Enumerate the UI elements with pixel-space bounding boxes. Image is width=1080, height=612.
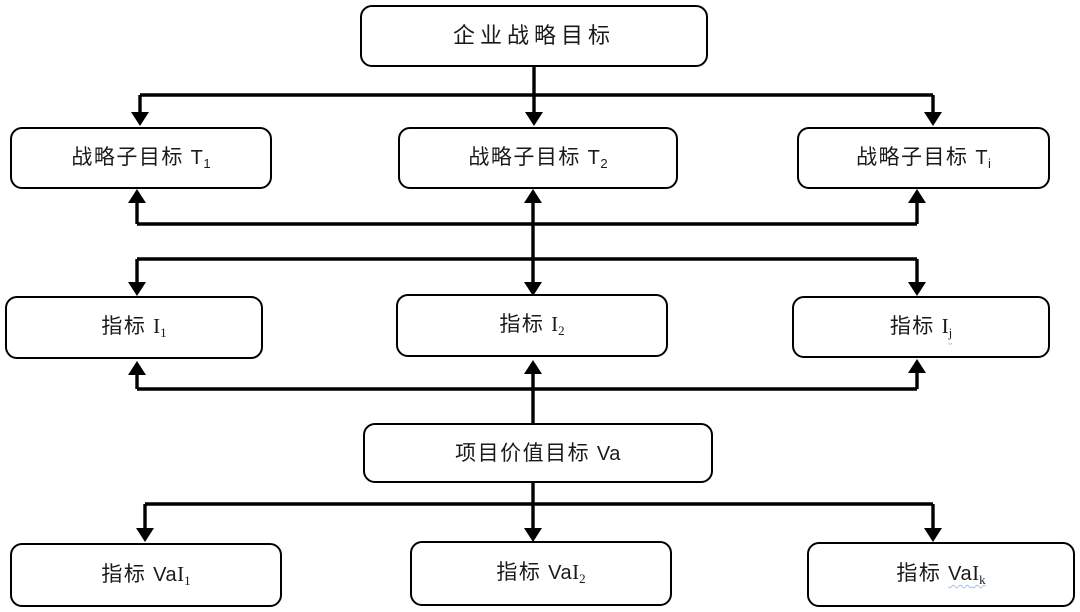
label-prefix: 指标 xyxy=(101,561,154,586)
label-subscript: k xyxy=(979,572,986,587)
node-indicator-ij-label: 指标 Ij xyxy=(889,313,953,340)
label-symbol-sans: Va xyxy=(548,562,573,584)
label-symbol-group: VaI2 xyxy=(548,562,586,586)
label-subscript: 2 xyxy=(558,323,565,338)
node-indicator-i1-label: 指标 I1 xyxy=(101,314,167,340)
node-indicator-vaik-label: 指标 VaIk xyxy=(896,561,986,587)
node-indicator-vaik: 指标 VaIk xyxy=(807,542,1075,607)
label-prefix: 指标 xyxy=(499,312,552,336)
label-symbol: T xyxy=(975,146,989,169)
label-symbol: I xyxy=(941,313,949,338)
label-prefix: 指标 xyxy=(101,314,154,338)
node-indicator-vai1-label: 指标 VaI1 xyxy=(101,561,191,588)
label-prefix: 指标 xyxy=(889,313,942,338)
node-strategic-subgoal-ti-label: 战略子目标 Ti xyxy=(856,144,991,171)
label-symbol-serif: I xyxy=(177,561,185,586)
node-strategic-subgoal-t1: 战略子目标 T1 xyxy=(10,127,272,189)
label-prefix: 指标 xyxy=(496,560,549,584)
node-indicator-vai2: 指标 VaI2 xyxy=(410,541,672,606)
node-indicator-ij: 指标 Ij xyxy=(792,296,1050,358)
edge-value-goal-to-indicators xyxy=(128,359,926,423)
label-symbol: T xyxy=(190,146,204,169)
label-subscript: 2 xyxy=(579,571,586,586)
edge-value-goal-to-value-indicators xyxy=(136,483,942,542)
node-strategic-subgoal-t2: 战略子目标 T2 xyxy=(398,127,678,189)
node-project-value-goal-va: 项目价值目标 Va xyxy=(363,423,713,483)
label-prefix: 项目价值目标 xyxy=(455,440,597,465)
label-prefix: 指标 xyxy=(896,561,949,585)
node-indicator-i1: 指标 I1 xyxy=(5,296,263,359)
label-subscript: 1 xyxy=(203,155,211,171)
node-enterprise-strategic-goal-label: 企业战略目标 xyxy=(453,25,615,47)
edge-root-to-subgoals xyxy=(131,66,942,126)
node-indicator-vai2-label: 指标 VaI2 xyxy=(496,560,586,586)
label-symbol: T xyxy=(587,146,601,169)
label-symbol-sans: Va xyxy=(948,563,973,585)
node-indicator-vai1: 指标 VaI1 xyxy=(10,543,282,607)
label-text: 企业战略目标 xyxy=(452,23,615,48)
label-symbol: Va xyxy=(596,442,621,465)
node-indicator-i2-label: 指标 I2 xyxy=(499,312,565,338)
label-symbol: I xyxy=(153,314,161,338)
edge-subgoals-indicators-bidirectional xyxy=(128,189,926,296)
node-strategic-subgoal-t2-label: 战略子目标 T2 xyxy=(468,144,608,171)
label-symbol: I xyxy=(551,312,559,336)
label-subscript: 1 xyxy=(184,572,191,588)
label-symbol-serif: I xyxy=(572,560,580,584)
node-strategic-subgoal-ti: 战略子目标 Ti xyxy=(797,127,1050,189)
label-subscript: 1 xyxy=(160,325,167,340)
node-indicator-i2: 指标 I2 xyxy=(396,294,668,357)
label-subscript: j xyxy=(948,324,953,340)
node-strategic-subgoal-t1-label: 战略子目标 T1 xyxy=(71,144,211,171)
node-enterprise-strategic-goal: 企业战略目标 xyxy=(360,5,708,67)
label-symbol-sans: Va xyxy=(153,563,178,586)
node-project-value-goal-va-label: 项目价值目标 Va xyxy=(455,440,621,465)
label-prefix: 战略子目标 xyxy=(856,144,976,169)
label-prefix: 战略子目标 xyxy=(71,144,191,169)
label-symbol-group: VaI1 xyxy=(153,563,191,588)
label-symbol-group: VaIk xyxy=(948,563,986,587)
label-subscript: i xyxy=(988,155,991,171)
label-symbol-serif: I xyxy=(972,561,980,585)
label-prefix: 战略子目标 xyxy=(468,144,588,169)
label-subscript: 2 xyxy=(600,155,608,171)
